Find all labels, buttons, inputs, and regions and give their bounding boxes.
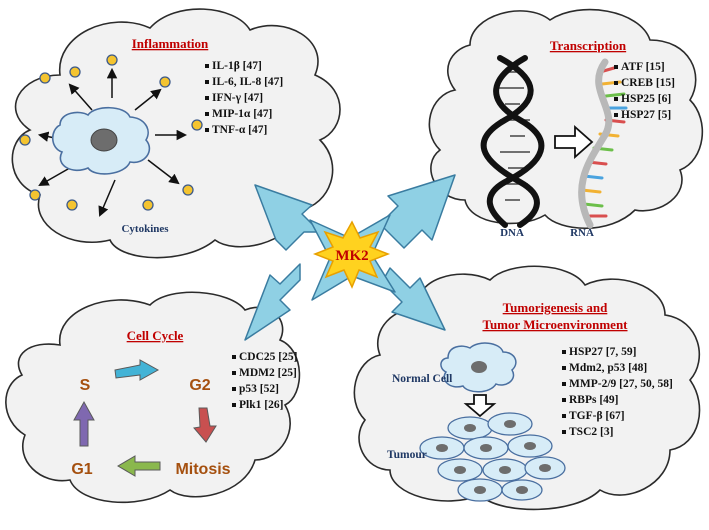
rna-label: RNA	[570, 227, 594, 239]
square-bullet-icon	[232, 355, 236, 359]
tumorigenesis-title-line2: Tumor Microenvironment	[482, 317, 628, 332]
list-item: HSP25 [6]	[621, 93, 671, 105]
list-item: TSC2 [3]	[569, 426, 613, 438]
normal-cell-label: Normal Cell	[392, 373, 452, 385]
dna-label: DNA	[500, 227, 524, 239]
list-item: CDC25 [25]	[239, 351, 297, 363]
arrow-mitosis-to-g1	[117, 455, 161, 477]
arrow-to-cell-cycle	[244, 263, 301, 341]
cytokine	[142, 199, 154, 211]
arrow-s-to-g2	[114, 359, 160, 381]
cytokines-label: Cytokines	[121, 223, 169, 235]
list-item: TNF-α [47]	[212, 124, 267, 136]
cytokine	[19, 134, 31, 146]
list-item: TGF-β [67]	[569, 410, 625, 422]
list-item: MDM2 [25]	[239, 367, 297, 379]
square-bullet-icon	[614, 113, 618, 117]
list-item: IL-1β [47]	[212, 60, 262, 72]
cytokine	[191, 119, 203, 131]
cytokine	[159, 76, 171, 88]
cytokine	[39, 72, 51, 84]
square-bullet-icon	[562, 414, 566, 418]
cell-cycle-list: CDC25 [25] MDM2 [25] p53 [52] Plk1 [26]	[232, 351, 297, 411]
phase-s: S	[80, 377, 91, 394]
cytokine	[69, 66, 81, 78]
tumorigenesis-list: HSP27 [7, 59] Mdm2, p53 [48] MMP-2/9 [27…	[562, 346, 673, 438]
list-item: HSP27 [5]	[621, 109, 671, 121]
square-bullet-icon	[232, 371, 236, 375]
arrow-to-transcription	[379, 174, 456, 249]
inflammation-title: Inflammation	[132, 36, 209, 51]
cell-cycle-title: Cell Cycle	[127, 328, 184, 343]
square-bullet-icon	[232, 387, 236, 391]
square-bullet-icon	[614, 97, 618, 101]
list-item: IL-6, IL-8 [47]	[212, 76, 283, 88]
list-item: CREB [15]	[621, 77, 675, 89]
cycle-arrows	[73, 359, 217, 477]
transcription-cloud	[428, 8, 704, 229]
rna-strand-icon	[578, 58, 628, 229]
mk2-star	[312, 220, 391, 289]
square-bullet-icon	[562, 382, 566, 386]
list-item: MIP-1α [47]	[212, 108, 272, 120]
square-bullet-icon	[205, 80, 209, 84]
phase-g1: G1	[71, 461, 92, 478]
cell-nucleus	[90, 128, 118, 152]
list-item: Mdm2, p53 [48]	[569, 362, 647, 374]
cell-cycle-cloud	[5, 291, 301, 504]
list-item: HSP27 [7, 59]	[569, 346, 636, 358]
cytokine	[29, 189, 41, 201]
cell-nucleus	[471, 361, 487, 373]
square-bullet-icon	[562, 350, 566, 354]
list-item: ATF [15]	[621, 61, 665, 73]
cytokine	[182, 184, 194, 196]
arrow-g1-to-s	[73, 400, 95, 447]
tumour-label: Tumour	[387, 449, 427, 461]
square-bullet-icon	[205, 96, 209, 100]
hollow-arrow-icon	[463, 394, 497, 418]
list-item: IFN-γ [47]	[212, 92, 263, 104]
list-item: Plk1 [26]	[239, 399, 283, 411]
square-bullet-icon	[205, 112, 209, 116]
square-bullet-icon	[205, 128, 209, 132]
cytokine	[66, 199, 78, 211]
cytokine	[106, 54, 118, 66]
inflammation-list: IL-1β [47] IL-6, IL-8 [47] IFN-γ [47] MI…	[205, 60, 283, 136]
tumorigenesis-title-line1: Tumorigenesis and	[503, 300, 608, 315]
square-bullet-icon	[232, 403, 236, 407]
phase-mitosis: Mitosis	[175, 461, 230, 478]
square-bullet-icon	[205, 64, 209, 68]
hollow-arrow-icon	[554, 125, 594, 159]
square-bullet-icon	[562, 366, 566, 370]
transcription-list: ATF [15] CREB [15] HSP25 [6] HSP27 [5]	[614, 61, 675, 121]
dna-helix-icon	[480, 55, 545, 228]
arrow-g2-to-mitosis	[193, 407, 217, 443]
square-bullet-icon	[614, 81, 618, 85]
phase-g2: G2	[189, 377, 210, 394]
tumour-nuclei	[436, 420, 551, 494]
list-item: MMP-2/9 [27, 50, 58]	[569, 378, 673, 390]
list-item: p53 [52]	[239, 383, 279, 395]
square-bullet-icon	[562, 398, 566, 402]
square-bullet-icon	[614, 65, 618, 69]
mk2-label: MK2	[335, 248, 368, 264]
transcription-title: Transcription	[550, 38, 627, 53]
central-arrows	[244, 174, 456, 341]
square-bullet-icon	[562, 430, 566, 434]
cytokine-dots	[19, 54, 203, 211]
list-item: RBPs [49]	[569, 394, 619, 406]
